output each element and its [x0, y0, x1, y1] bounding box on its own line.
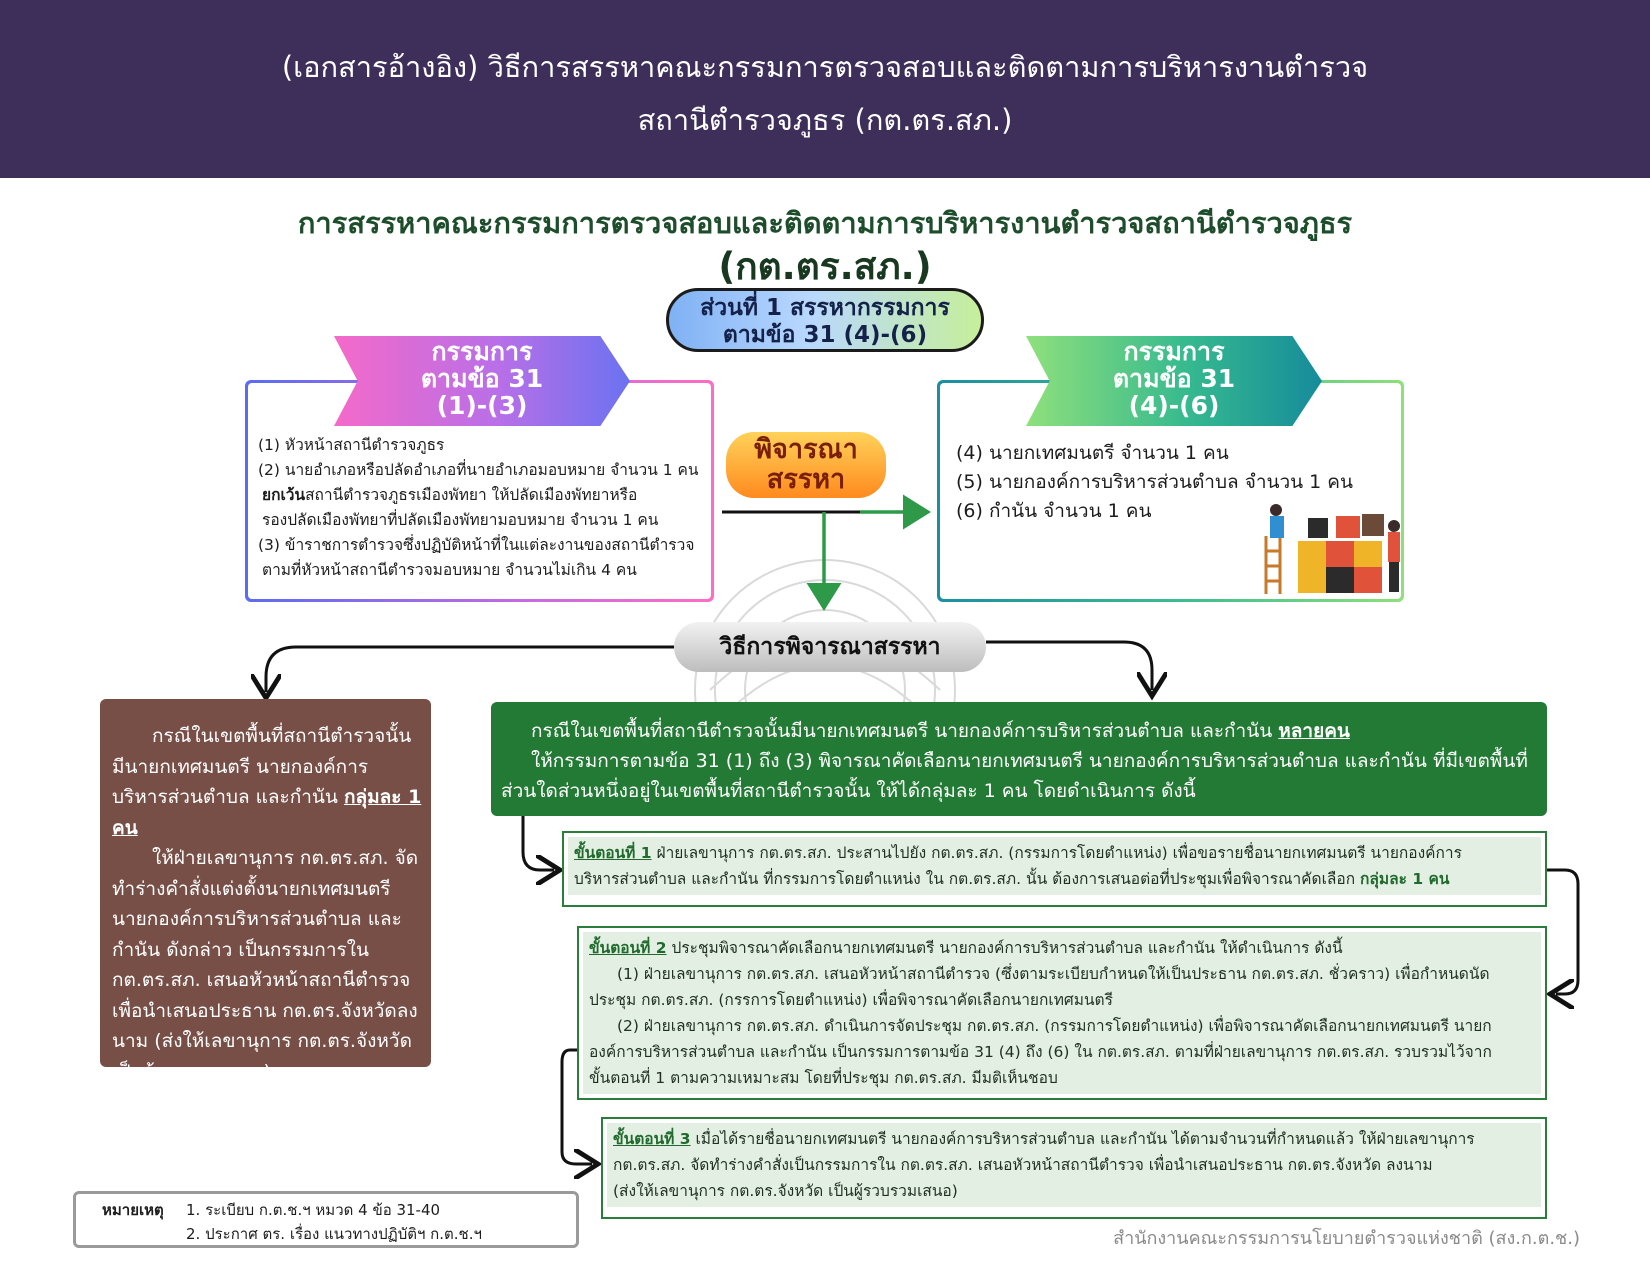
to-step1-arrow: [521, 816, 554, 870]
consider-line-1: พิจารณา: [754, 434, 858, 465]
branch-left-arrow: [266, 645, 674, 692]
step-3-line-1: ขั้นตอนที่ 3 เมื่อได้รายชื่อนายกเทศมนตรี…: [613, 1126, 1535, 1152]
member-item-3-cont: ตามที่หัวหน้าสถานีตำรวจมอบหมาย จำนวนไม่เ…: [262, 561, 637, 579]
member-item-5: (5) นายกองค์การบริหารส่วนตำบล จำนวน 1 คน: [956, 471, 1354, 493]
step-1-label: ขั้นตอนที่ 1: [574, 844, 652, 862]
step-3-label: ขั้นตอนที่ 3: [613, 1130, 691, 1148]
step-3-line-3: (ส่งให้เลขานุการ กต.ตร.จังหวัด เป็นผู้รว…: [613, 1182, 958, 1200]
consider-select-badge: พิจารณา สรรหา: [726, 432, 886, 498]
puzzle-team-icon: [1264, 504, 1400, 594]
member-item-6: (6) กำนัน จำนวน 1 คน: [956, 500, 1152, 522]
exception-rest: สถานีตำรวจภูธรเมืองพัทยา ให้ปลัดเมืองพัท…: [305, 486, 638, 504]
remarks-item-1: 1. ระเบียบ ก.ต.ช.ฯ หมวด 4 ข้อ 31-40: [186, 1201, 441, 1219]
header-line-1: (เอกสารอ้างอิง) วิธีการสรรหาคณะกรรมการตร…: [281, 50, 1369, 84]
banner-line: กรรมการ: [1123, 337, 1225, 366]
step-3-text: เมื่อได้รายชื่อนายกเทศมนตรี นายกองค์การบ…: [690, 1130, 1475, 1148]
member-item-2-exception: ยกเว้นสถานีตำรวจภูธรเมืองพัทยา ให้ปลัดเม…: [258, 483, 703, 508]
diagram-title: การสรรหาคณะกรรมการตรวจสอบและติดตามการบริ…: [297, 206, 1353, 240]
case-single-p1: กรณีในเขตพื้นที่สถานีตำรวจนั้นมีนายกเทศม…: [112, 721, 423, 843]
case-single-emphasis: กลุ่มละ 1 คน: [112, 786, 422, 839]
step-2-label: ขั้นตอนที่ 2: [589, 939, 667, 957]
step-2-box: ขั้นตอนที่ 2 ประชุมพิจารณาคัดเลือกนายกเท…: [577, 926, 1547, 1100]
step-1-box: ขั้นตอนที่ 1 ฝ่ายเลขานุการ กต.ตร.สภ. ประ…: [562, 831, 1547, 907]
remarks-label: หมายเหตุ: [102, 1201, 164, 1219]
step-2-line-4: (2) ฝ่ายเลขานุการ กต.ตร.สภ. ดำเนินการจัด…: [617, 1017, 1492, 1035]
step-2-line-5: องค์การบริหารส่วนตำบล และกำนัน เป็นกรรมก…: [589, 1043, 1492, 1061]
members-1-3-box: (1) หัวหน้าสถานีตำรวจภูธร (2) นายอำเภอหร…: [245, 380, 714, 602]
consider-line-2: สรรหา: [766, 464, 846, 495]
banner-line: (1)-(3): [436, 391, 528, 420]
case-single-box: กรณีในเขตพื้นที่สถานีตำรวจนั้นมีนายกเทศม…: [100, 699, 431, 1083]
banner-line: (4)-(6): [1128, 391, 1220, 420]
step-3-line-2: กต.ตร.สภ. จัดทำร่างคำสั่งเป็นกรรมการใน ก…: [613, 1156, 1433, 1174]
diagram-title-abbr: (กต.ตร.สภ.): [718, 245, 932, 288]
selection-method-pill: วิธีการพิจารณาสรรหา: [674, 622, 986, 672]
member-item-4: (4) นายกเทศมนตรี จำนวน 1 คน: [956, 442, 1229, 464]
member-item-2: (2) นายอำเภอหรือปลัดอำเภอที่นายอำเภอมอบห…: [258, 461, 699, 479]
to-step3-arrow: [560, 1048, 592, 1164]
case-multi-box: กรณีในเขตพื้นที่สถานีตำรวจนั้นมีนายกเทศม…: [491, 702, 1547, 816]
step-2-line-1: ขั้นตอนที่ 2 ประชุมพิจารณาคัดเลือกนายกเท…: [589, 935, 1535, 961]
member-item-2-cont: รองปลัดเมืองพัทยาที่ปลัดเมืองพัทยามอบหมา…: [262, 511, 659, 529]
remarks-line-1: หมายเหตุ 1. ระเบียบ ก.ต.ช.ฯ หมวด 4 ข้อ 31…: [102, 1198, 576, 1222]
step-2-line-2: (1) ฝ่ายเลขานุการ กต.ตร.สภ. เสนอหัวหน้าส…: [617, 965, 1490, 983]
member-item-1: (1) หัวหน้าสถานีตำรวจภูธร: [258, 436, 445, 454]
banner-line: ตามข้อ 31: [420, 364, 544, 393]
branch-right-arrow: [986, 640, 1152, 690]
case-multi-p2: ให้กรรมการตามข้อ 31 (1) ถึง (3) พิจารณาค…: [531, 750, 1528, 772]
document-header: (เอกสารอ้างอิง) วิธีการสรรหาคณะกรรมการตร…: [0, 0, 1650, 178]
step-3-box: ขั้นตอนที่ 3 เมื่อได้รายชื่อนายกเทศมนตรี…: [601, 1117, 1547, 1219]
case-single-p1-text: กรณีในเขตพื้นที่สถานีตำรวจนั้นมีนายกเทศม…: [112, 725, 412, 808]
step-1-text-2: บริหารส่วนตำบล และกำนัน ที่กรรมการโดยตำแ…: [574, 870, 1361, 888]
part-1-line-1: ส่วนที่ 1 สรรหากรรมการ: [700, 295, 950, 321]
banner-line: กรรมการ: [431, 337, 533, 366]
part-1-line-2: ตามข้อ 31 (4)-(6): [722, 322, 928, 348]
case-single-p2: ให้ฝ่ายเลขานุการ กต.ตร.สภ. จัดทำร่างคำสั…: [112, 847, 419, 1083]
step-2-line-6: ขั้นตอนที่ 1 ตามความเหมาะสม โดยที่ประชุม…: [589, 1069, 1058, 1087]
case-multi-p3: ส่วนใดส่วนหนึ่งอยู่ในเขตพื้นที่สถานีตำรว…: [501, 780, 1196, 802]
step-2-line-3: ประชุม กต.ตร.สภ. (กรรการโดยตำแหน่ง) เพื่…: [589, 991, 1113, 1009]
case-multi-emphasis: หลายคน: [1278, 720, 1350, 742]
remarks-item-2: 2. ประกาศ ตร. เรื่อง แนวทางปฏิบัติฯ ก.ต.…: [186, 1225, 482, 1243]
office-credit: สำนักงานคณะกรรมการนโยบายตำรวจแห่งชาติ (ส…: [1113, 1228, 1580, 1249]
step-1-line-1: ขั้นตอนที่ 1 ฝ่ายเลขานุการ กต.ตร.สภ. ประ…: [574, 840, 1535, 866]
step-2-text: ประชุมพิจารณาคัดเลือกนายกเทศมนตรี นายกอง…: [666, 939, 1343, 957]
case-multi-p1: กรณีในเขตพื้นที่สถานีตำรวจนั้นมีนายกเทศม…: [501, 716, 1537, 746]
step-1-emphasis: กลุ่มละ 1 คน: [1360, 870, 1450, 888]
remarks-box: หมายเหตุ 1. ระเบียบ ก.ต.ช.ฯ หมวด 4 ข้อ 31…: [73, 1191, 579, 1248]
part-1-pill: ส่วนที่ 1 สรรหากรรมการ ตามข้อ 31 (4)-(6): [666, 288, 984, 352]
banner-line: ตามข้อ 31: [1112, 364, 1236, 393]
member-item-3: (3) ข้าราชการตำรวจซึ่งปฏิบัติหน้าที่ในแต…: [258, 536, 695, 554]
to-step2-arrow: [1547, 868, 1580, 994]
members-1-3-banner: กรรมการ ตามข้อ 31 (1)-(3): [334, 336, 630, 426]
members-4-6-banner: กรรมการ ตามข้อ 31 (4)-(6): [1026, 336, 1322, 426]
step-1-text: ฝ่ายเลขานุการ กต.ตร.สภ. ประสานไปยัง กต.ต…: [651, 844, 1462, 862]
header-line-2: สถานีตำรวจภูธร (กต.ตร.สภ.): [637, 103, 1013, 137]
step-1-line-2: บริหารส่วนตำบล และกำนัน ที่กรรมการโดยตำแ…: [574, 866, 1535, 892]
exception-emphasis: ยกเว้น: [262, 486, 306, 504]
case-multi-p1-text: กรณีในเขตพื้นที่สถานีตำรวจนั้นมีนายกเทศม…: [531, 720, 1279, 742]
